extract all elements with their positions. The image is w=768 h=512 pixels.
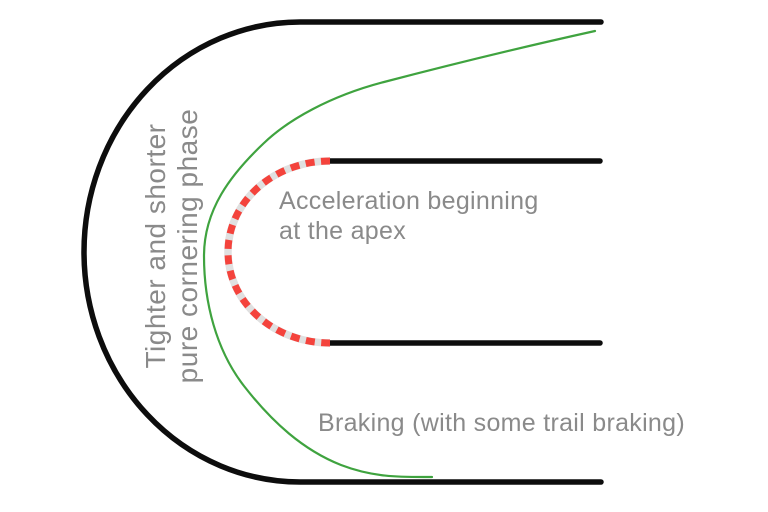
cornering-phase-label: Tighter and shorter pure cornering phase	[140, 109, 203, 384]
braking-label: Braking (with some trail braking)	[318, 409, 685, 437]
acceleration-label-line1: Acceleration beginning	[279, 187, 539, 215]
cornering-phase-dashed-line	[224, 157, 331, 347]
cornering-phase-label-line1: Tighter and shorter	[140, 123, 171, 368]
cornering-phase-label-line2: pure cornering phase	[172, 109, 203, 384]
acceleration-label: Acceleration beginning at the apex	[279, 187, 539, 245]
track-outer-boundary	[81, 19, 604, 485]
racing-line	[202, 29, 597, 479]
acceleration-label-line2: at the apex	[279, 217, 406, 245]
